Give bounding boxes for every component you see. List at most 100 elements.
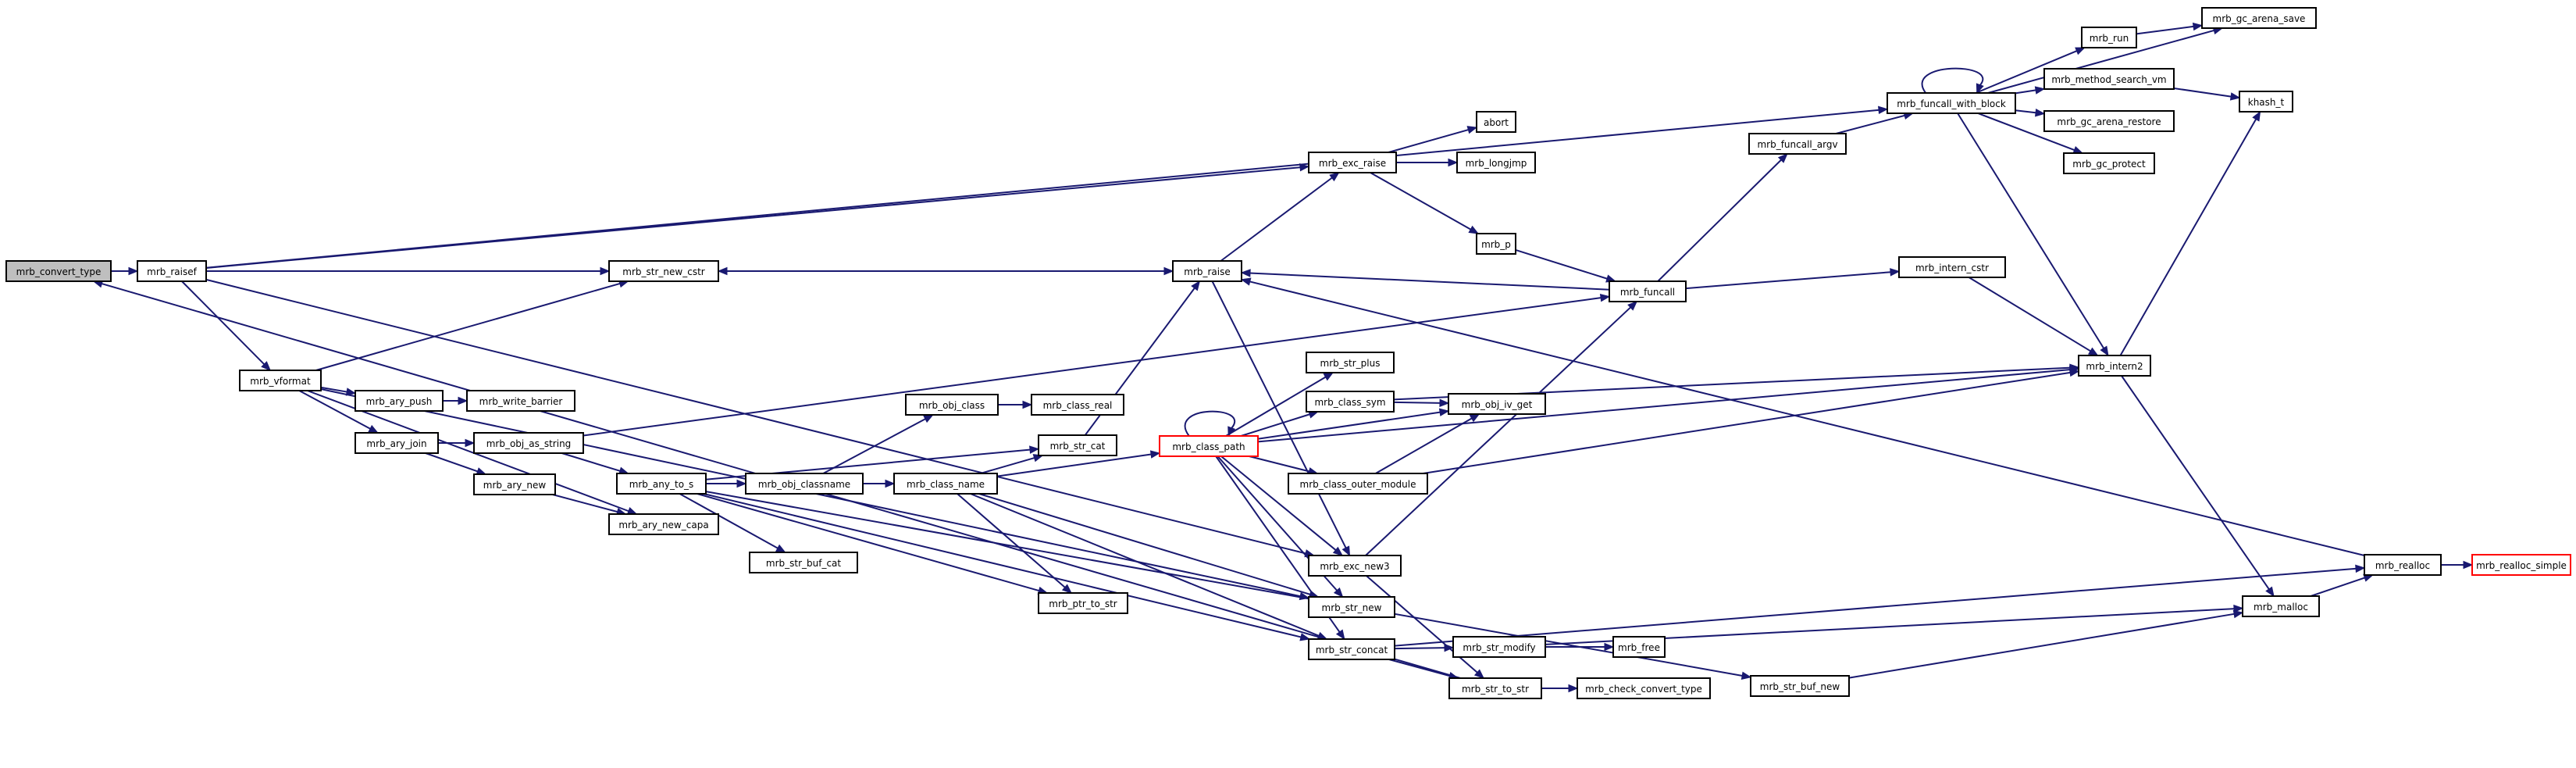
node-label: abort bbox=[1484, 117, 1509, 128]
edge-mrb-funcall-with-block-to-mrb-funcall-with-block bbox=[1921, 67, 1984, 95]
node-box bbox=[1038, 434, 1117, 456]
node-box bbox=[905, 394, 999, 416]
node-box bbox=[473, 432, 584, 454]
edge-mrb-any-to-s-to-mrb-str-concat bbox=[703, 493, 1311, 641]
edge-mrb-funcall-with-block-to-mrb-intern2 bbox=[1957, 113, 2109, 357]
node-box bbox=[608, 513, 719, 535]
node-label: mrb_class_name bbox=[907, 479, 985, 490]
node-mrb-class-outer-module[interactable]: mrb_class_outer_module bbox=[1288, 473, 1428, 495]
node-mrb-str-plus[interactable]: mrb_str_plus bbox=[1306, 352, 1395, 373]
node-mrb-str-buf-new[interactable]: mrb_str_buf_new bbox=[1750, 675, 1850, 697]
node-box bbox=[1288, 473, 1428, 495]
node-box bbox=[616, 473, 707, 495]
node-mrb-str-cat[interactable]: mrb_str_cat bbox=[1038, 434, 1117, 456]
node-mrb-funcall-with-block[interactable]: mrb_funcall_with_block bbox=[1887, 92, 2016, 114]
node-mrb-obj-iv-get[interactable]: mrb_obj_iv_get bbox=[1448, 393, 1546, 415]
node-mrb-class-sym[interactable]: mrb_class_sym bbox=[1306, 391, 1395, 413]
node-mrb-ary-join[interactable]: mrb_ary_join bbox=[355, 432, 439, 454]
node-mrb-obj-class[interactable]: mrb_obj_class bbox=[905, 394, 999, 416]
node-mrb-str-concat[interactable]: mrb_str_concat bbox=[1308, 638, 1395, 660]
node-box bbox=[1172, 260, 1242, 282]
node-box bbox=[1476, 233, 1516, 255]
node-mrb-run[interactable]: mrb_run bbox=[2081, 27, 2137, 48]
edge-mrb-malloc-to-mrb-realloc bbox=[2310, 573, 2374, 597]
node-box bbox=[355, 432, 439, 454]
edge-mrb-class-name-to-mrb-ptr-to-str bbox=[957, 493, 1072, 594]
node-mrb-intern2[interactable]: mrb_intern2 bbox=[2078, 355, 2151, 377]
node-mrb-realloc[interactable]: mrb_realloc bbox=[2364, 554, 2442, 576]
node-mrb-gc-arena-save[interactable]: mrb_gc_arena_save bbox=[2201, 7, 2317, 29]
edge-mrb-exc-raise-to-mrb-longjmp bbox=[1396, 158, 1459, 167]
node-box bbox=[608, 260, 719, 282]
node-mrb-longjmp[interactable]: mrb_longjmp bbox=[1456, 152, 1536, 173]
node-mrb-convert-type[interactable]: mrb_convert_type bbox=[5, 260, 112, 282]
node-label: mrb_gc_protect bbox=[2072, 159, 2146, 170]
node-mrb-free[interactable]: mrb_free bbox=[1612, 636, 1666, 658]
node-mrb-str-to-str[interactable]: mrb_str_to_str bbox=[1448, 677, 1542, 699]
edge-mrb-exc-raise-to-mrb-p bbox=[1370, 172, 1480, 234]
node-mrb-obj-as-string[interactable]: mrb_obj_as_string bbox=[473, 432, 584, 454]
edge-mrb-exc-raise-to-abort bbox=[1388, 126, 1478, 153]
node-mrb-gc-protect[interactable]: mrb_gc_protect bbox=[2063, 152, 2155, 174]
node-label: mrb_realloc_simple bbox=[2476, 560, 2567, 571]
edge-mrb-obj-as-string-to-mrb-any-to-s bbox=[561, 452, 629, 475]
edge-mrb-funcall-with-block-to-mrb-method-search-vm bbox=[2015, 86, 2046, 95]
node-mrb-str-modify[interactable]: mrb_str_modify bbox=[1452, 636, 1546, 658]
node-mrb-funcall[interactable]: mrb_funcall bbox=[1609, 280, 1687, 302]
node-mrb-raisef[interactable]: mrb_raisef bbox=[137, 260, 207, 282]
node-abort[interactable]: abort bbox=[1476, 111, 1516, 133]
node-label: mrb_obj_as_string bbox=[486, 438, 572, 449]
edge-mrb-vformat-to-mrb-ary-push bbox=[320, 386, 357, 396]
node-mrb-obj-classname[interactable]: mrb_obj_classname bbox=[745, 473, 864, 495]
node-box bbox=[2043, 68, 2175, 90]
edges bbox=[92, 22, 2474, 693]
node-box bbox=[1308, 638, 1395, 660]
node-mrb-vformat[interactable]: mrb_vformat bbox=[239, 370, 322, 391]
node-mrb-malloc[interactable]: mrb_malloc bbox=[2242, 595, 2320, 617]
node-label: mrb_class_outer_module bbox=[1300, 479, 1416, 490]
node-mrb-p[interactable]: mrb_p bbox=[1476, 233, 1516, 255]
node-mrb-str-buf-cat[interactable]: mrb_str_buf_cat bbox=[749, 552, 858, 573]
node-mrb-class-name[interactable]: mrb_class_name bbox=[893, 473, 998, 495]
node-mrb-class-path[interactable]: mrb_class_path bbox=[1159, 435, 1259, 457]
edge-mrb-str-to-str-to-mrb-check-convert-type bbox=[1541, 684, 1579, 693]
node-box bbox=[1031, 394, 1124, 416]
edge-mrb-ary-push-to-mrb-write-barrier bbox=[443, 396, 469, 405]
node-label: mrb_free bbox=[1618, 642, 1660, 653]
node-mrb-method-search-vm[interactable]: mrb_method_search_vm bbox=[2043, 68, 2175, 90]
edge-mrb-str-concat-to-mrb-str-to-str bbox=[1388, 659, 1459, 680]
node-box bbox=[355, 390, 444, 412]
node-mrb-funcall-argv[interactable]: mrb_funcall_argv bbox=[1748, 133, 1847, 155]
node-box bbox=[1476, 111, 1516, 133]
node-khash-t[interactable]: khash_t bbox=[2239, 91, 2293, 113]
node-label: mrb_method_search_vm bbox=[2051, 74, 2166, 85]
node-mrb-write-barrier[interactable]: mrb_write_barrier bbox=[466, 390, 575, 412]
edge-mrb-funcall-to-mrb-funcall-argv bbox=[1657, 153, 1788, 282]
node-label: mrb_realloc bbox=[2375, 560, 2430, 571]
node-mrb-class-real[interactable]: mrb_class_real bbox=[1031, 394, 1124, 416]
node-mrb-exc-raise[interactable]: mrb_exc_raise bbox=[1308, 152, 1397, 173]
node-mrb-gc-arena-restore[interactable]: mrb_gc_arena_restore bbox=[2043, 110, 2175, 132]
node-mrb-intern-cstr[interactable]: mrb_intern_cstr bbox=[1898, 256, 2006, 278]
node-mrb-exc-new3[interactable]: mrb_exc_new3 bbox=[1308, 555, 1402, 577]
node-mrb-ary-push[interactable]: mrb_ary_push bbox=[355, 390, 444, 412]
node-label: mrb_malloc bbox=[2254, 602, 2308, 613]
node-mrb-raise[interactable]: mrb_raise bbox=[1172, 260, 1242, 282]
edge-mrb-class-path-to-mrb-class-path bbox=[1184, 410, 1236, 438]
node-mrb-ary-new[interactable]: mrb_ary_new bbox=[473, 473, 556, 495]
edge-mrb-ary-join-to-mrb-ary-new bbox=[425, 452, 487, 476]
node-box bbox=[2043, 110, 2175, 132]
node-mrb-ptr-to-str[interactable]: mrb_ptr_to_str bbox=[1038, 592, 1128, 614]
node-mrb-ary-new-capa[interactable]: mrb_ary_new_capa bbox=[608, 513, 719, 535]
node-mrb-any-to-s[interactable]: mrb_any_to_s bbox=[616, 473, 707, 495]
node-label: mrb_obj_iv_get bbox=[1462, 399, 1533, 410]
node-label: mrb_gc_arena_save bbox=[2213, 13, 2306, 24]
node-mrb-str-new[interactable]: mrb_str_new bbox=[1308, 596, 1395, 618]
edge-mrb-run-to-mrb-gc-arena-save bbox=[2136, 22, 2204, 35]
node-mrb-str-new-cstr[interactable]: mrb_str_new_cstr bbox=[608, 260, 719, 282]
node-mrb-check-convert-type[interactable]: mrb_check_convert_type bbox=[1577, 677, 1711, 699]
edge-mrb-raisef-to-mrb-exc-new3 bbox=[205, 278, 1316, 558]
node-box bbox=[1308, 596, 1395, 618]
node-mrb-realloc-simple[interactable]: mrb_realloc_simple bbox=[2471, 554, 2571, 576]
node-label: mrb_str_cat bbox=[1050, 441, 1106, 452]
